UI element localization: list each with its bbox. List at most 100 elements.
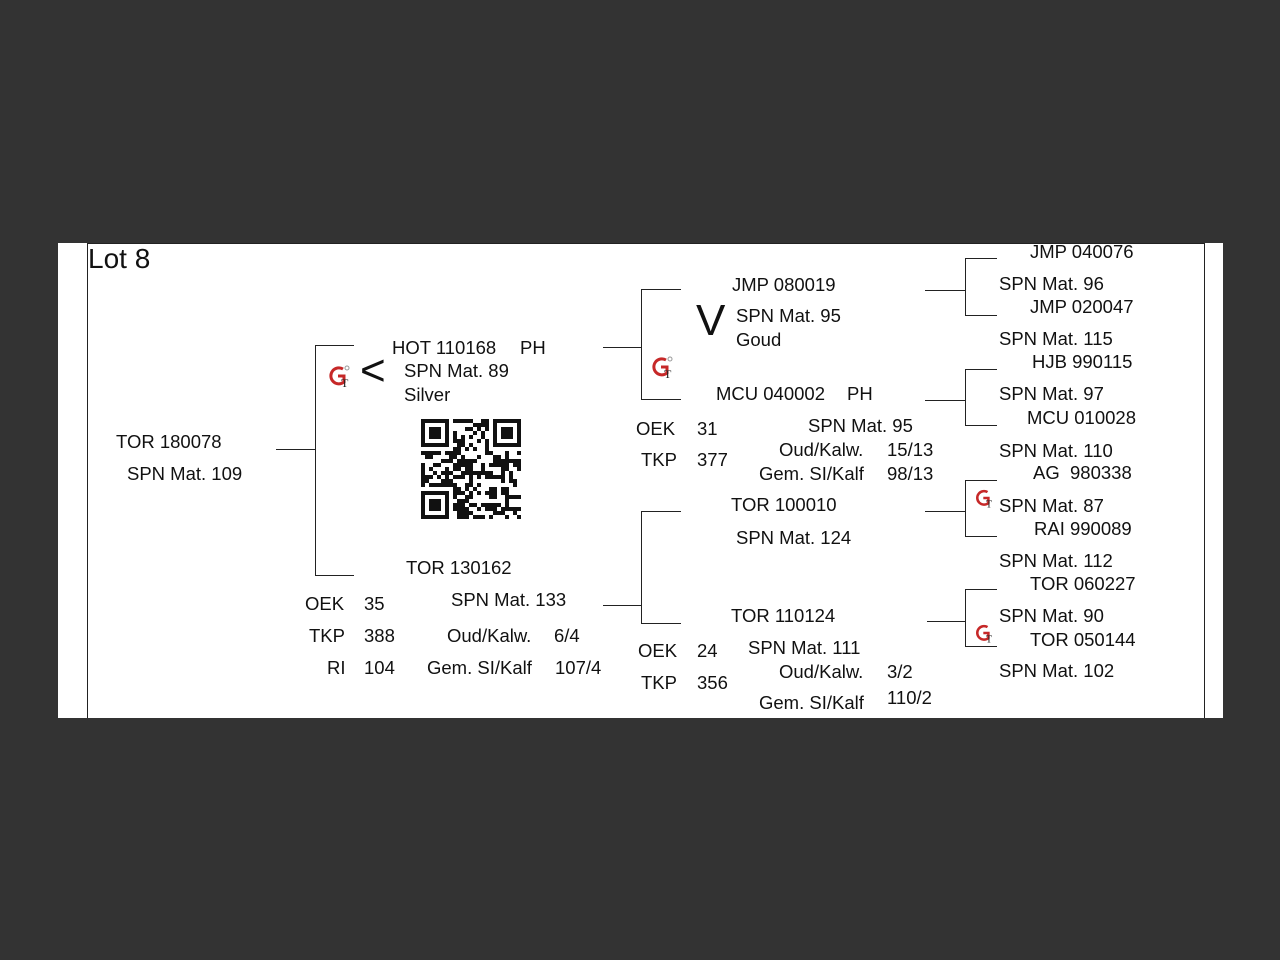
gen3-mat: SPN Mat. 110 bbox=[999, 440, 1113, 461]
bracket-line bbox=[925, 511, 965, 512]
sire-symbol: < bbox=[360, 346, 386, 395]
dam-oudkalw-label: Oud/Kalw. bbox=[447, 625, 532, 646]
bracket-line bbox=[927, 621, 965, 622]
gen3-mat: SPN Mat. 96 bbox=[999, 273, 1104, 294]
bracket-line bbox=[641, 399, 681, 400]
gen3-name: JMP 020047 bbox=[1030, 296, 1134, 317]
dam-name: TOR 130162 bbox=[406, 557, 512, 578]
sd-gemsi-label: Gem. SI/Kalf bbox=[759, 463, 864, 484]
sire-mat: SPN Mat. 89 bbox=[404, 360, 509, 381]
dam-gemsi-label: Gem. SI/Kalf bbox=[427, 657, 532, 678]
dam-mat: SPN Mat. 133 bbox=[451, 589, 567, 610]
sd-tkp-label: TKP bbox=[641, 449, 677, 470]
gen3-name: HJB 990115 bbox=[1032, 351, 1133, 372]
gt-logo-icon: T bbox=[327, 363, 353, 390]
ss-name: JMP 080019 bbox=[732, 274, 836, 295]
bracket-line bbox=[965, 369, 997, 370]
sd-oek-label: OEK bbox=[636, 418, 676, 439]
bracket-line bbox=[965, 258, 966, 315]
bracket-line bbox=[965, 369, 966, 425]
bracket-line bbox=[641, 289, 642, 399]
bracket-line bbox=[965, 258, 997, 259]
dd-oudkalw-label: Oud/Kalw. bbox=[779, 661, 864, 682]
bracket-line bbox=[641, 289, 681, 290]
bracket-line bbox=[603, 605, 641, 606]
bracket-line bbox=[965, 589, 997, 590]
ds-mat: SPN Mat. 124 bbox=[736, 527, 852, 548]
dd-oek-value: 24 bbox=[697, 640, 718, 661]
gen3-name: AG 980338 bbox=[1033, 462, 1132, 483]
svg-text:T: T bbox=[986, 634, 993, 644]
ds-name: TOR 100010 bbox=[731, 494, 837, 515]
dam-oek-value: 35 bbox=[364, 593, 385, 614]
ss-mat: SPN Mat. 95 bbox=[736, 305, 841, 326]
dd-oudkalw-value: 3/2 bbox=[887, 661, 913, 682]
gen3-mat: SPN Mat. 97 bbox=[999, 383, 1104, 404]
gen3-name: TOR 050144 bbox=[1030, 629, 1136, 650]
bracket-line bbox=[603, 347, 641, 348]
dd-name: TOR 110124 bbox=[731, 605, 836, 626]
dam-oek-label: OEK bbox=[305, 593, 345, 614]
bracket-line bbox=[315, 575, 354, 576]
top-border-line bbox=[87, 243, 1205, 244]
bracket-line bbox=[641, 511, 642, 623]
sd-tag: PH bbox=[847, 383, 873, 404]
ss-award: Goud bbox=[736, 329, 782, 350]
right-border-line bbox=[1204, 243, 1205, 718]
bracket-line bbox=[965, 480, 997, 481]
bracket-line bbox=[315, 345, 316, 575]
bracket-line bbox=[315, 345, 354, 346]
gt-logo-icon: T bbox=[974, 622, 996, 645]
bracket-line bbox=[641, 623, 681, 624]
bracket-line bbox=[965, 315, 997, 316]
sd-oudkalw-value: 15/13 bbox=[887, 439, 934, 460]
gt-logo-icon: T bbox=[974, 487, 996, 510]
gen3-name: JMP 040076 bbox=[1030, 243, 1134, 262]
left-border-line bbox=[87, 243, 88, 718]
dd-tkp-label: TKP bbox=[641, 672, 677, 693]
bracket-line bbox=[965, 536, 997, 537]
bracket-line bbox=[965, 646, 997, 647]
dam-oudkalw-value: 6/4 bbox=[554, 625, 580, 646]
gen3-name: TOR 060227 bbox=[1030, 573, 1136, 594]
dam-ri-value: 104 bbox=[364, 657, 395, 678]
dd-tkp-value: 356 bbox=[697, 672, 728, 693]
gen3-mat: SPN Mat. 87 bbox=[999, 495, 1104, 516]
sd-name: MCU 040002 bbox=[716, 383, 826, 404]
gen3-mat: SPN Mat. 112 bbox=[999, 550, 1113, 571]
subject-mat: SPN Mat. 109 bbox=[127, 463, 243, 484]
bracket-line bbox=[925, 400, 965, 401]
bracket-line bbox=[276, 449, 315, 450]
sire-name: HOT 110168 bbox=[392, 337, 497, 358]
dd-mat: SPN Mat. 111 bbox=[748, 637, 861, 658]
sd-oudkalw-label: Oud/Kalw. bbox=[779, 439, 864, 460]
subject-name: TOR 180078 bbox=[116, 431, 222, 452]
ss-symbol: V bbox=[696, 296, 726, 345]
gen3-name: RAI 990089 bbox=[1034, 518, 1132, 539]
gen3-mat: SPN Mat. 115 bbox=[999, 328, 1113, 349]
dam-tkp-label: TKP bbox=[309, 625, 345, 646]
gen3-mat: SPN Mat. 90 bbox=[999, 605, 1104, 626]
sd-gemsi-value: 98/13 bbox=[887, 463, 934, 484]
lot-title: Lot 8 bbox=[88, 243, 151, 274]
gt-logo-icon: T bbox=[650, 354, 676, 381]
dam-gemsi-value: 107/4 bbox=[555, 657, 602, 678]
gen3-mat: SPN Mat. 102 bbox=[999, 660, 1115, 681]
gen3-name: MCU 010028 bbox=[1027, 407, 1137, 428]
sire-award: Silver bbox=[404, 384, 451, 405]
dam-tkp-value: 388 bbox=[364, 625, 395, 646]
svg-text:T: T bbox=[986, 499, 993, 509]
svg-text:T: T bbox=[664, 367, 672, 380]
bracket-line bbox=[965, 425, 997, 426]
dd-oek-label: OEK bbox=[638, 640, 678, 661]
pedigree-sheet: Lot 8 TOR 180078 SPN Mat. 109 T < HOT 11… bbox=[58, 243, 1223, 718]
dd-gemsi-value: 110/2 bbox=[887, 687, 932, 708]
sd-oek-value: 31 bbox=[697, 418, 718, 439]
sd-mat: SPN Mat. 95 bbox=[808, 415, 913, 436]
bracket-line bbox=[641, 511, 681, 512]
bracket-line bbox=[965, 589, 966, 646]
svg-text:T: T bbox=[341, 376, 349, 389]
dam-ri-label: RI bbox=[327, 657, 346, 678]
sire-tag: PH bbox=[520, 337, 546, 358]
dd-gemsi-label: Gem. SI/Kalf bbox=[759, 692, 864, 713]
